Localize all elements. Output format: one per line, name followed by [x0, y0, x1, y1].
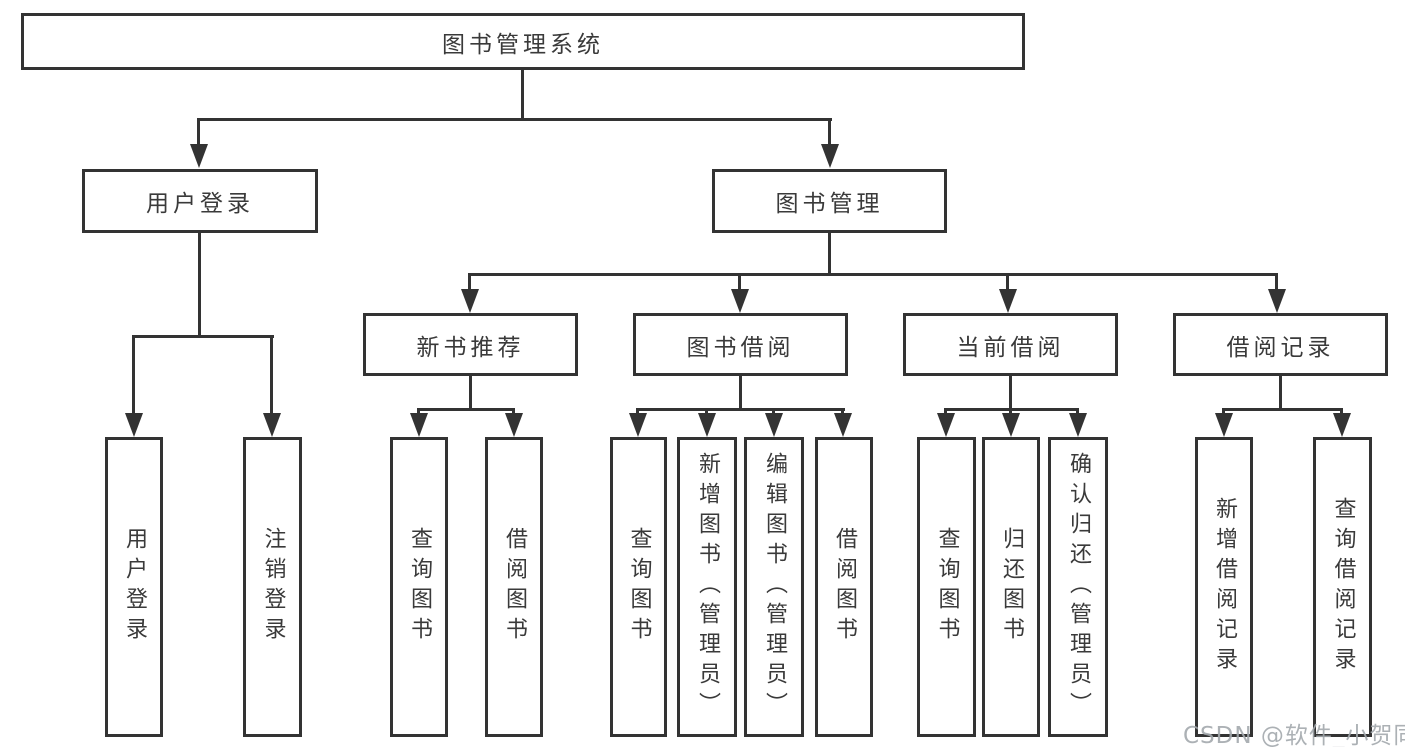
connector-arrow-nb-search-stem: [417, 408, 420, 416]
leaf-current-return: 归还图书: [982, 437, 1040, 737]
connector-management-bar: [468, 273, 1278, 276]
leaf-newbook-search-label: 查询图书: [407, 527, 432, 647]
leaf-borrow-borrow-book: 借阅图书: [815, 437, 873, 737]
connector-arrow-bw-borrow-stem: [841, 408, 844, 416]
leaf-records-search: 查询借阅记录: [1313, 437, 1372, 737]
connector-arrow-leaf-login-stem: [132, 335, 135, 417]
node-current-borrow-label: 当前借阅: [956, 334, 1065, 361]
node-current-borrow: 当前借阅: [903, 313, 1118, 376]
node-borrow-records-label: 借阅记录: [1226, 334, 1335, 361]
connector-arrow-current-stem: [1006, 273, 1009, 293]
connector-arrow-leaf-logout-stem: [270, 335, 273, 417]
arrowhead-leaf-login: [125, 413, 143, 437]
leaf-borrow-search: 查询图书: [610, 437, 667, 737]
arrowhead-bw-add: [698, 413, 716, 437]
connector-borrow-stem: [739, 376, 742, 408]
node-new-book-recommend-label: 新书推荐: [416, 334, 525, 361]
arrowhead-records: [1268, 289, 1286, 313]
watermark: CSDN @软件_小贺同学: [1183, 723, 1405, 747]
arrowhead-newbook: [461, 289, 479, 313]
leaf-borrow-add-book: 新增图书（管理员）: [677, 437, 737, 737]
connector-current-stem: [1009, 376, 1012, 408]
leaf-current-search: 查询图书: [917, 437, 976, 737]
arrowhead-nb-search: [410, 413, 428, 437]
connector-root-bar: [197, 118, 832, 121]
arrowhead-bw-search: [629, 413, 647, 437]
arrowhead-leaf-logout: [263, 413, 281, 437]
leaf-logout-label: 注销登录: [260, 527, 286, 647]
arrowhead-user-login: [190, 144, 208, 168]
node-root-label: 图书管理系统: [442, 31, 604, 58]
node-user-login: 用户登录: [82, 169, 318, 233]
node-book-borrow: 图书借阅: [633, 313, 848, 376]
connector-arrow-nb-borrow-stem: [512, 408, 515, 416]
leaf-current-confirm-return-label: 确认归还（管理员）: [1066, 452, 1091, 722]
connector-arrow-cb-search-stem: [944, 408, 947, 416]
connector-arrow-book-management-stem: [828, 118, 831, 150]
connector-borrow-bar: [636, 408, 845, 411]
node-borrow-records: 借阅记录: [1173, 313, 1388, 376]
connector-arrow-bw-edit-stem: [772, 408, 775, 416]
connector-newbook-stem: [469, 376, 472, 408]
leaf-borrow-search-label: 查询图书: [626, 527, 652, 647]
leaf-newbook-search: 查询图书: [390, 437, 448, 737]
arrowhead-rec-search: [1333, 413, 1351, 437]
node-user-login-label: 用户登录: [146, 191, 254, 217]
connector-arrow-bw-search-stem: [636, 408, 639, 416]
leaf-user-login-label: 用户登录: [122, 527, 147, 647]
arrowhead-nb-borrow: [505, 413, 523, 437]
arrowhead-current: [999, 289, 1017, 313]
arrowhead-cb-search: [937, 413, 955, 437]
connector-arrow-cb-confirm-stem: [1076, 408, 1079, 416]
connector-arrow-rec-search-stem: [1340, 408, 1343, 416]
leaf-newbook-borrow-label: 借阅图书: [502, 527, 527, 647]
connector-management-stem: [828, 233, 831, 273]
node-book-management: 图书管理: [712, 169, 947, 233]
connector-records-stem: [1279, 376, 1282, 408]
connector-login-stem: [198, 233, 201, 335]
connector-arrow-bw-add-stem: [705, 408, 708, 416]
leaf-current-return-label: 归还图书: [999, 527, 1024, 647]
connector-newbook-bar: [417, 408, 515, 411]
connector-arrow-cb-return-stem: [1009, 408, 1012, 416]
leaf-borrow-borrow-book-label: 借阅图书: [832, 527, 857, 647]
connector-arrow-records-stem: [1275, 273, 1278, 293]
leaf-borrow-add-book-label: 新增图书（管理员）: [695, 452, 720, 722]
arrowhead-book-management: [821, 144, 839, 168]
node-book-management-label: 图书管理: [775, 191, 884, 217]
leaf-user-login: 用户登录: [105, 437, 163, 737]
leaf-current-search-label: 查询图书: [934, 527, 960, 647]
connector-arrow-user-login-stem: [197, 118, 200, 150]
leaf-borrow-edit-book: 编辑图书（管理员）: [744, 437, 804, 737]
leaf-records-add-label: 新增借阅记录: [1212, 497, 1237, 677]
node-book-borrow-label: 图书借阅: [686, 334, 795, 361]
node-new-book-recommend: 新书推荐: [363, 313, 578, 376]
arrowhead-rec-add: [1215, 413, 1233, 437]
leaf-borrow-edit-book-label: 编辑图书（管理员）: [762, 452, 787, 722]
leaf-logout: 注销登录: [243, 437, 302, 737]
arrowhead-cb-confirm: [1069, 413, 1087, 437]
leaf-records-search-label: 查询借阅记录: [1330, 497, 1356, 677]
leaf-current-confirm-return: 确认归还（管理员）: [1048, 437, 1108, 737]
connector-arrow-newbook-stem: [468, 273, 471, 293]
connector-records-bar: [1222, 408, 1343, 411]
leaf-newbook-borrow: 借阅图书: [485, 437, 543, 737]
node-root: 图书管理系统: [21, 13, 1025, 70]
connector-arrow-borrow-stem: [738, 273, 741, 293]
arrowhead-cb-return: [1002, 413, 1020, 437]
connector-root-stem: [521, 70, 524, 118]
arrowhead-borrow: [731, 289, 749, 313]
connector-arrow-rec-add-stem: [1222, 408, 1225, 416]
arrowhead-bw-edit: [765, 413, 783, 437]
arrowhead-bw-borrow: [834, 413, 852, 437]
connector-login-bar: [133, 335, 274, 338]
leaf-records-add: 新增借阅记录: [1195, 437, 1253, 737]
